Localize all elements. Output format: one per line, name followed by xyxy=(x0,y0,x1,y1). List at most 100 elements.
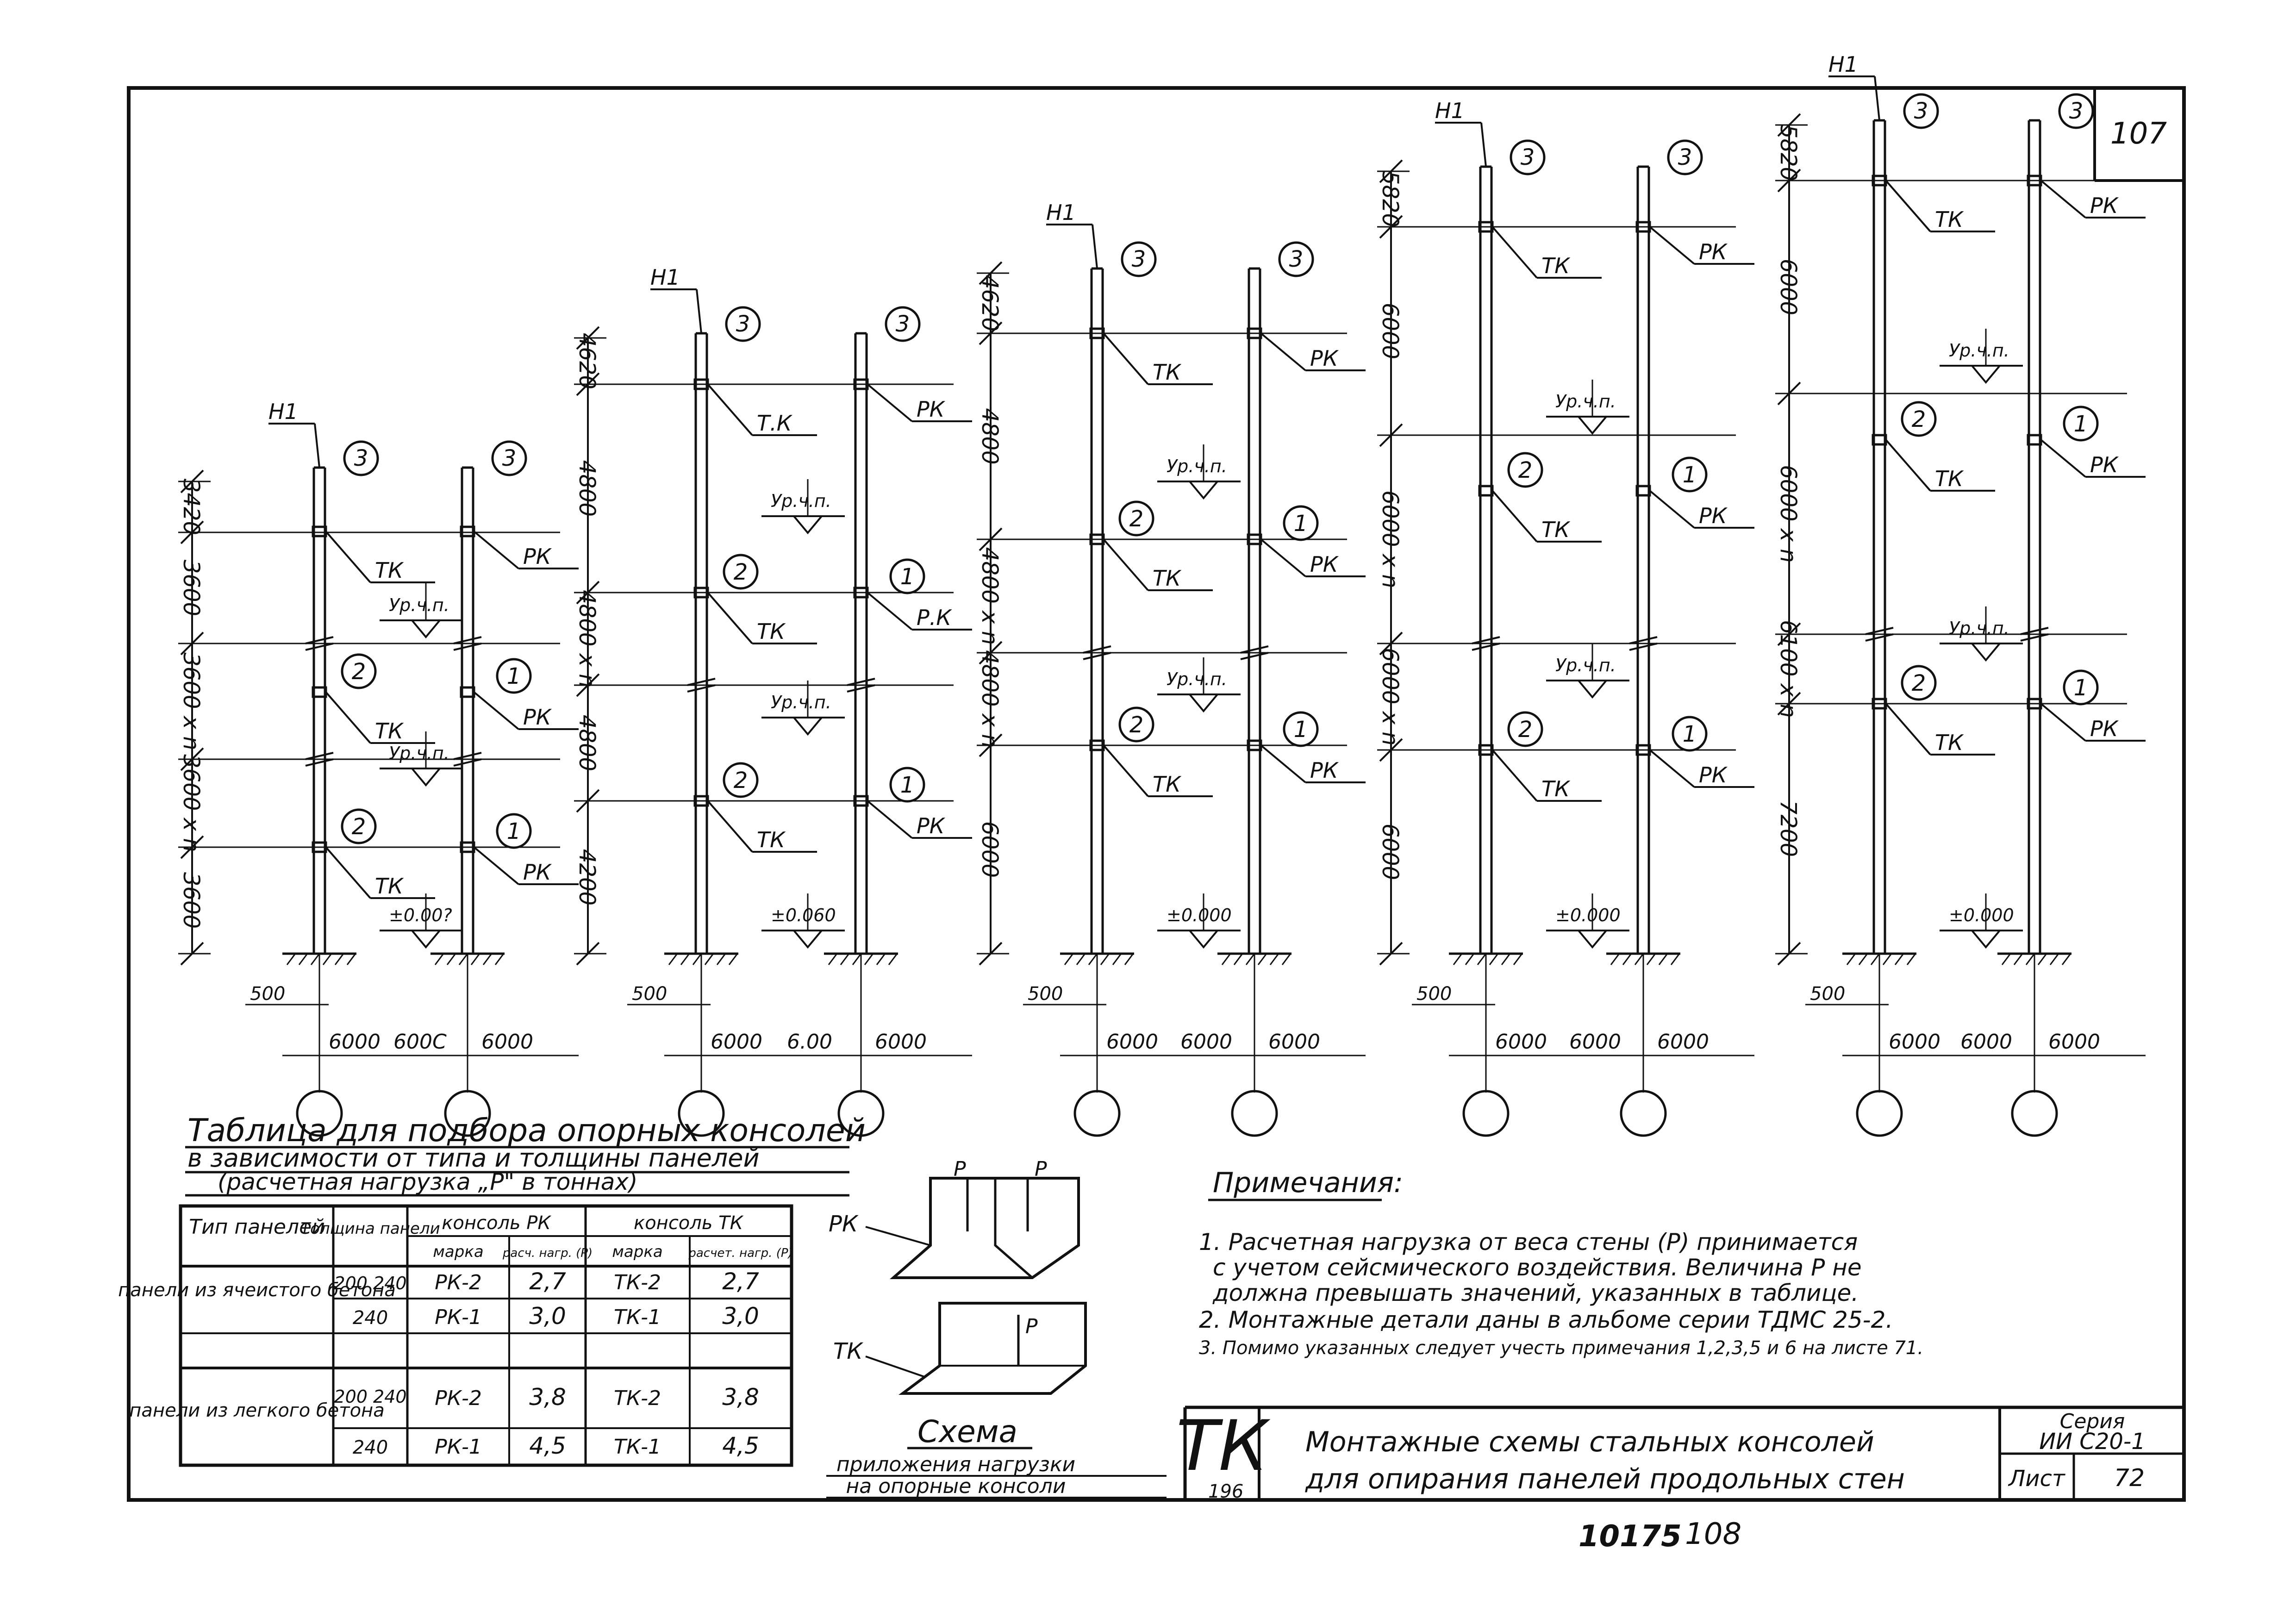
rk-leader xyxy=(1260,332,1306,371)
table-header-type: Тип панелей xyxy=(189,1215,325,1239)
marker-label-2: 2 xyxy=(1912,406,1926,432)
tk-leader xyxy=(1103,332,1149,385)
marker-circle-2 xyxy=(1901,665,1937,701)
dimension-value: 3600 х n xyxy=(178,754,204,852)
base-offset-label: 500 xyxy=(250,983,285,1005)
column-break xyxy=(305,758,334,767)
span-label: 6000 xyxy=(1657,1030,1709,1054)
span-label: 6000 xyxy=(1495,1030,1547,1054)
dimension-value: 3600 х n xyxy=(178,652,204,750)
ground-hatch xyxy=(876,953,886,965)
dimension-value: 6000 х n xyxy=(1377,648,1403,746)
note-line: 1. Расчетная нагрузка от веса стены (Р) … xyxy=(1199,1229,1858,1255)
rk-label: РК xyxy=(1699,239,1728,264)
level-triangle xyxy=(1970,643,2002,662)
ground-hatch xyxy=(2001,953,2011,965)
dimension-value: 6000 xyxy=(1775,259,1801,315)
span-label: 6000 xyxy=(1569,1030,1621,1054)
ground-hatch xyxy=(1670,953,1680,965)
rk-leader xyxy=(867,592,913,631)
rk-leader xyxy=(1649,749,1695,788)
table-border xyxy=(179,1204,793,1467)
ground-hatch xyxy=(1870,953,1880,965)
dimension-value: 6000 х n xyxy=(1775,465,1801,563)
ground-hatch xyxy=(1269,953,1279,965)
marker-circle-3 xyxy=(1278,241,1314,277)
ground-hatch xyxy=(322,953,332,965)
ground-hatch xyxy=(434,953,444,965)
axis-bubble xyxy=(1620,1090,1667,1137)
axis-bubble xyxy=(1462,1090,1510,1137)
table-row-tk-mark: ТК-2 xyxy=(614,1271,661,1294)
ground-hatch xyxy=(2061,953,2071,965)
table-row-rk-p: 3,8 xyxy=(529,1384,566,1411)
tk-label: ТК xyxy=(375,718,404,743)
table-title-line-2: в зависимости от типа и толщины панелей xyxy=(187,1143,760,1173)
marker-circle-1 xyxy=(2063,406,2099,442)
rk-leader xyxy=(473,846,519,885)
marker-circle-2 xyxy=(723,762,759,798)
rk-label: РК xyxy=(917,397,946,422)
tk-label: ТК xyxy=(1541,517,1571,542)
note-line: с учетом сейсмического воздействия. Вели… xyxy=(1213,1254,1862,1281)
axis-bubble xyxy=(296,1090,343,1137)
column-break xyxy=(1865,633,1894,642)
title-block-code-number: 196 xyxy=(1208,1481,1243,1502)
level-label: Ур.ч.п. xyxy=(1555,391,1616,412)
dimension-value: 4200 xyxy=(574,849,600,906)
marker-label-3: 3 xyxy=(2069,98,2084,124)
marker-label-2: 2 xyxy=(352,814,366,840)
level-label: Ур.ч.п. xyxy=(771,692,831,712)
h1-label: Н1 xyxy=(1828,52,1858,77)
h1-leader xyxy=(696,289,702,334)
rk-label: РК xyxy=(1310,758,1339,783)
ground-hatch xyxy=(852,953,862,965)
marker-label-3: 3 xyxy=(736,311,750,337)
level-triangle xyxy=(1970,930,2002,949)
marker-circle-3 xyxy=(1903,93,1939,129)
column-break xyxy=(687,678,716,686)
ground-hatch xyxy=(668,953,678,965)
level-triangle xyxy=(792,515,824,535)
tk-load-label: Р xyxy=(1025,1315,1038,1338)
marker-circle-2 xyxy=(1507,452,1543,488)
base-offset-label: 500 xyxy=(1810,983,1845,1005)
marker-label-3: 3 xyxy=(1678,144,1692,170)
level-label: Ур.ч.п. xyxy=(389,595,449,615)
column-break xyxy=(1865,627,1894,635)
rk-leader xyxy=(865,1226,931,1246)
ground-hatch xyxy=(704,953,714,965)
column-break xyxy=(847,678,875,686)
ground-hatch xyxy=(1076,953,1086,965)
ground-hatch xyxy=(458,953,468,965)
table-row-rk-mark: РК-2 xyxy=(435,1387,482,1410)
table-row-rk-p: 4,5 xyxy=(529,1432,566,1459)
level-triangle xyxy=(410,619,442,639)
notes: Примечания: 1. Расчетная нагрузка от вес… xyxy=(1199,1167,1923,1359)
table-row-rk-p: 3,0 xyxy=(529,1303,566,1330)
marker-circle-3 xyxy=(1667,139,1703,175)
ground-hatch xyxy=(346,953,356,965)
level-label: Ур.ч.п. xyxy=(1949,618,2009,638)
marker-label-2: 2 xyxy=(1129,506,1144,532)
span-label: 6000 xyxy=(711,1030,762,1054)
rk-label: РК xyxy=(917,813,946,838)
rk-scheme-label: РК xyxy=(829,1211,859,1237)
tk-leader xyxy=(1885,439,1931,492)
table-row: панели из ячеистого бетона 200 240 РК-2 … xyxy=(118,1268,759,1301)
table-row-type: панели из легкого бетона xyxy=(129,1400,384,1421)
ground-hatch xyxy=(1610,953,1620,965)
dimension-value: 4800 xyxy=(977,408,1003,464)
rk-label: РК xyxy=(1699,762,1728,787)
title-block-title-line-2: для опирания панелей продольных стен xyxy=(1305,1463,1905,1495)
dimension-value: 5820 xyxy=(1775,125,1801,181)
rk-leader xyxy=(1649,226,1695,265)
marker-circle-3 xyxy=(885,306,921,342)
ground-hatch xyxy=(1658,953,1668,965)
span-label: 6000 xyxy=(1268,1030,1320,1054)
rk-leader xyxy=(867,800,913,839)
span-label: 6000 xyxy=(329,1030,381,1054)
